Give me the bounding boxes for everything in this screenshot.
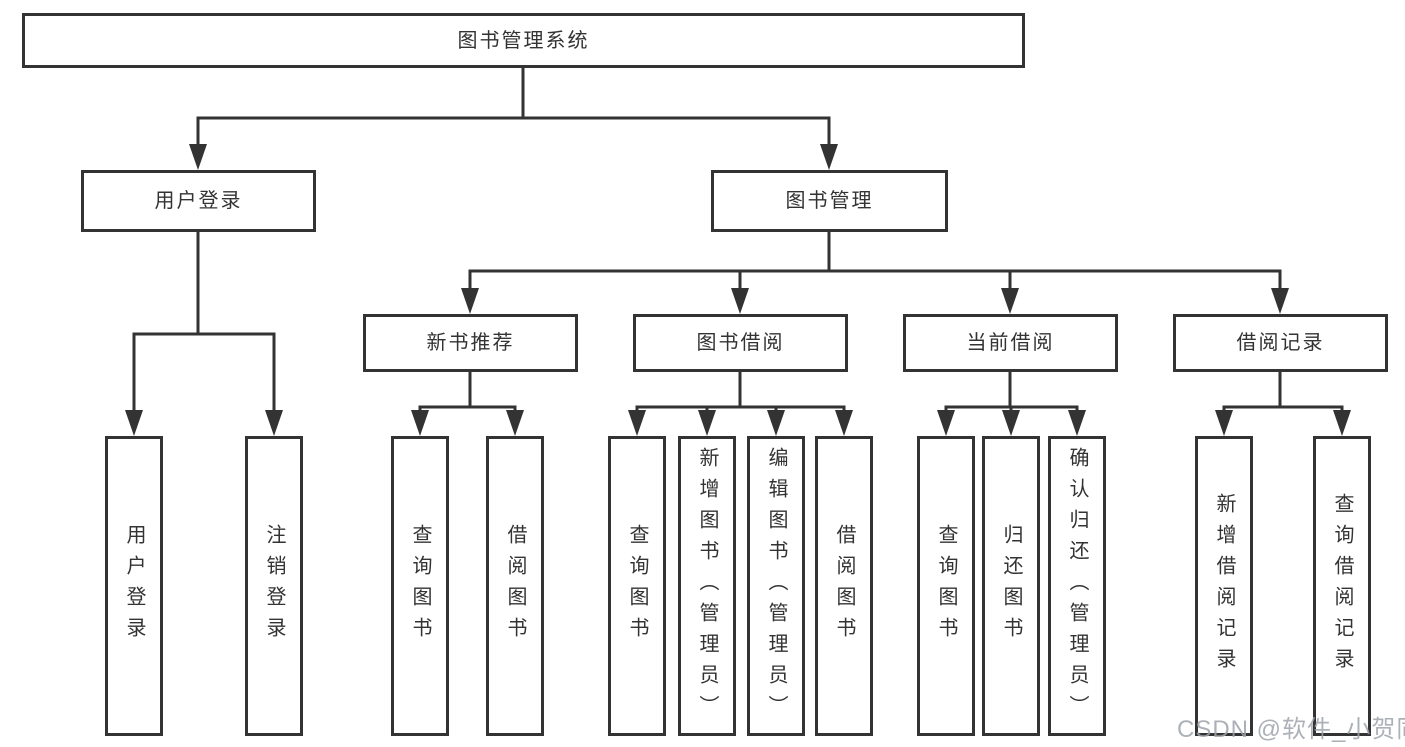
node-new-book-recommend-label: 新书推荐	[426, 332, 515, 354]
watermark: CSDN @软件_小贺同学	[1177, 716, 1405, 743]
node-borrow-records-label: 借阅记录	[1236, 332, 1325, 354]
node-root-label: 图书管理系统	[457, 29, 590, 52]
leaf-user-login-label: 用户登录	[123, 524, 145, 648]
leaf-logout: 注销登录	[245, 436, 303, 736]
leaf-records-query-record: 查询借阅记录	[1313, 436, 1371, 736]
leaf-current-query-books-label: 查询图书	[935, 524, 957, 648]
leaf-current-confirm-return-admin: 确认归还（管理员）	[1048, 436, 1106, 736]
node-user-login-label: 用户登录	[154, 190, 243, 212]
leaf-user-login: 用户登录	[105, 436, 163, 736]
leaf-borrow-edit-books-admin: 编辑图书（管理员）	[747, 436, 805, 736]
node-current-borrow-label: 当前借阅	[966, 332, 1055, 354]
node-book-borrow: 图书借阅	[633, 314, 848, 372]
leaf-logout-label: 注销登录	[263, 524, 285, 648]
leaf-records-add-record: 新增借阅记录	[1195, 436, 1253, 736]
node-current-borrow: 当前借阅	[903, 314, 1118, 372]
node-borrow-records: 借阅记录	[1173, 314, 1388, 372]
leaf-rec-query-books-label: 查询图书	[409, 524, 431, 648]
node-book-management: 图书管理	[711, 170, 948, 232]
leaf-current-return-books-label: 归还图书	[1000, 524, 1022, 648]
leaf-borrow-edit-books-admin-label: 编辑图书（管理员）	[765, 446, 787, 726]
leaf-borrow-borrow-books-label: 借阅图书	[833, 524, 855, 648]
node-root: 图书管理系统	[22, 13, 1025, 68]
node-book-borrow-label: 图书借阅	[696, 332, 785, 354]
leaf-borrow-query-books: 查询图书	[608, 436, 666, 736]
leaf-records-add-record-label: 新增借阅记录	[1213, 493, 1235, 679]
leaf-rec-query-books: 查询图书	[391, 436, 449, 736]
node-book-management-label: 图书管理	[785, 190, 874, 212]
leaf-borrow-add-books-admin-label: 新增图书（管理员）	[696, 446, 718, 726]
node-user-login: 用户登录	[81, 170, 316, 232]
leaf-rec-borrow-books-label: 借阅图书	[504, 524, 526, 648]
leaf-current-return-books: 归还图书	[982, 436, 1040, 736]
leaf-records-query-record-label: 查询借阅记录	[1331, 493, 1353, 679]
leaf-rec-borrow-books: 借阅图书	[486, 436, 544, 736]
leaf-current-confirm-return-admin-label: 确认归还（管理员）	[1066, 446, 1088, 726]
leaf-current-query-books: 查询图书	[917, 436, 975, 736]
leaf-borrow-query-books-label: 查询图书	[626, 524, 648, 648]
node-new-book-recommend: 新书推荐	[363, 314, 578, 372]
leaf-borrow-borrow-books: 借阅图书	[815, 436, 873, 736]
leaf-borrow-add-books-admin: 新增图书（管理员）	[678, 436, 736, 736]
